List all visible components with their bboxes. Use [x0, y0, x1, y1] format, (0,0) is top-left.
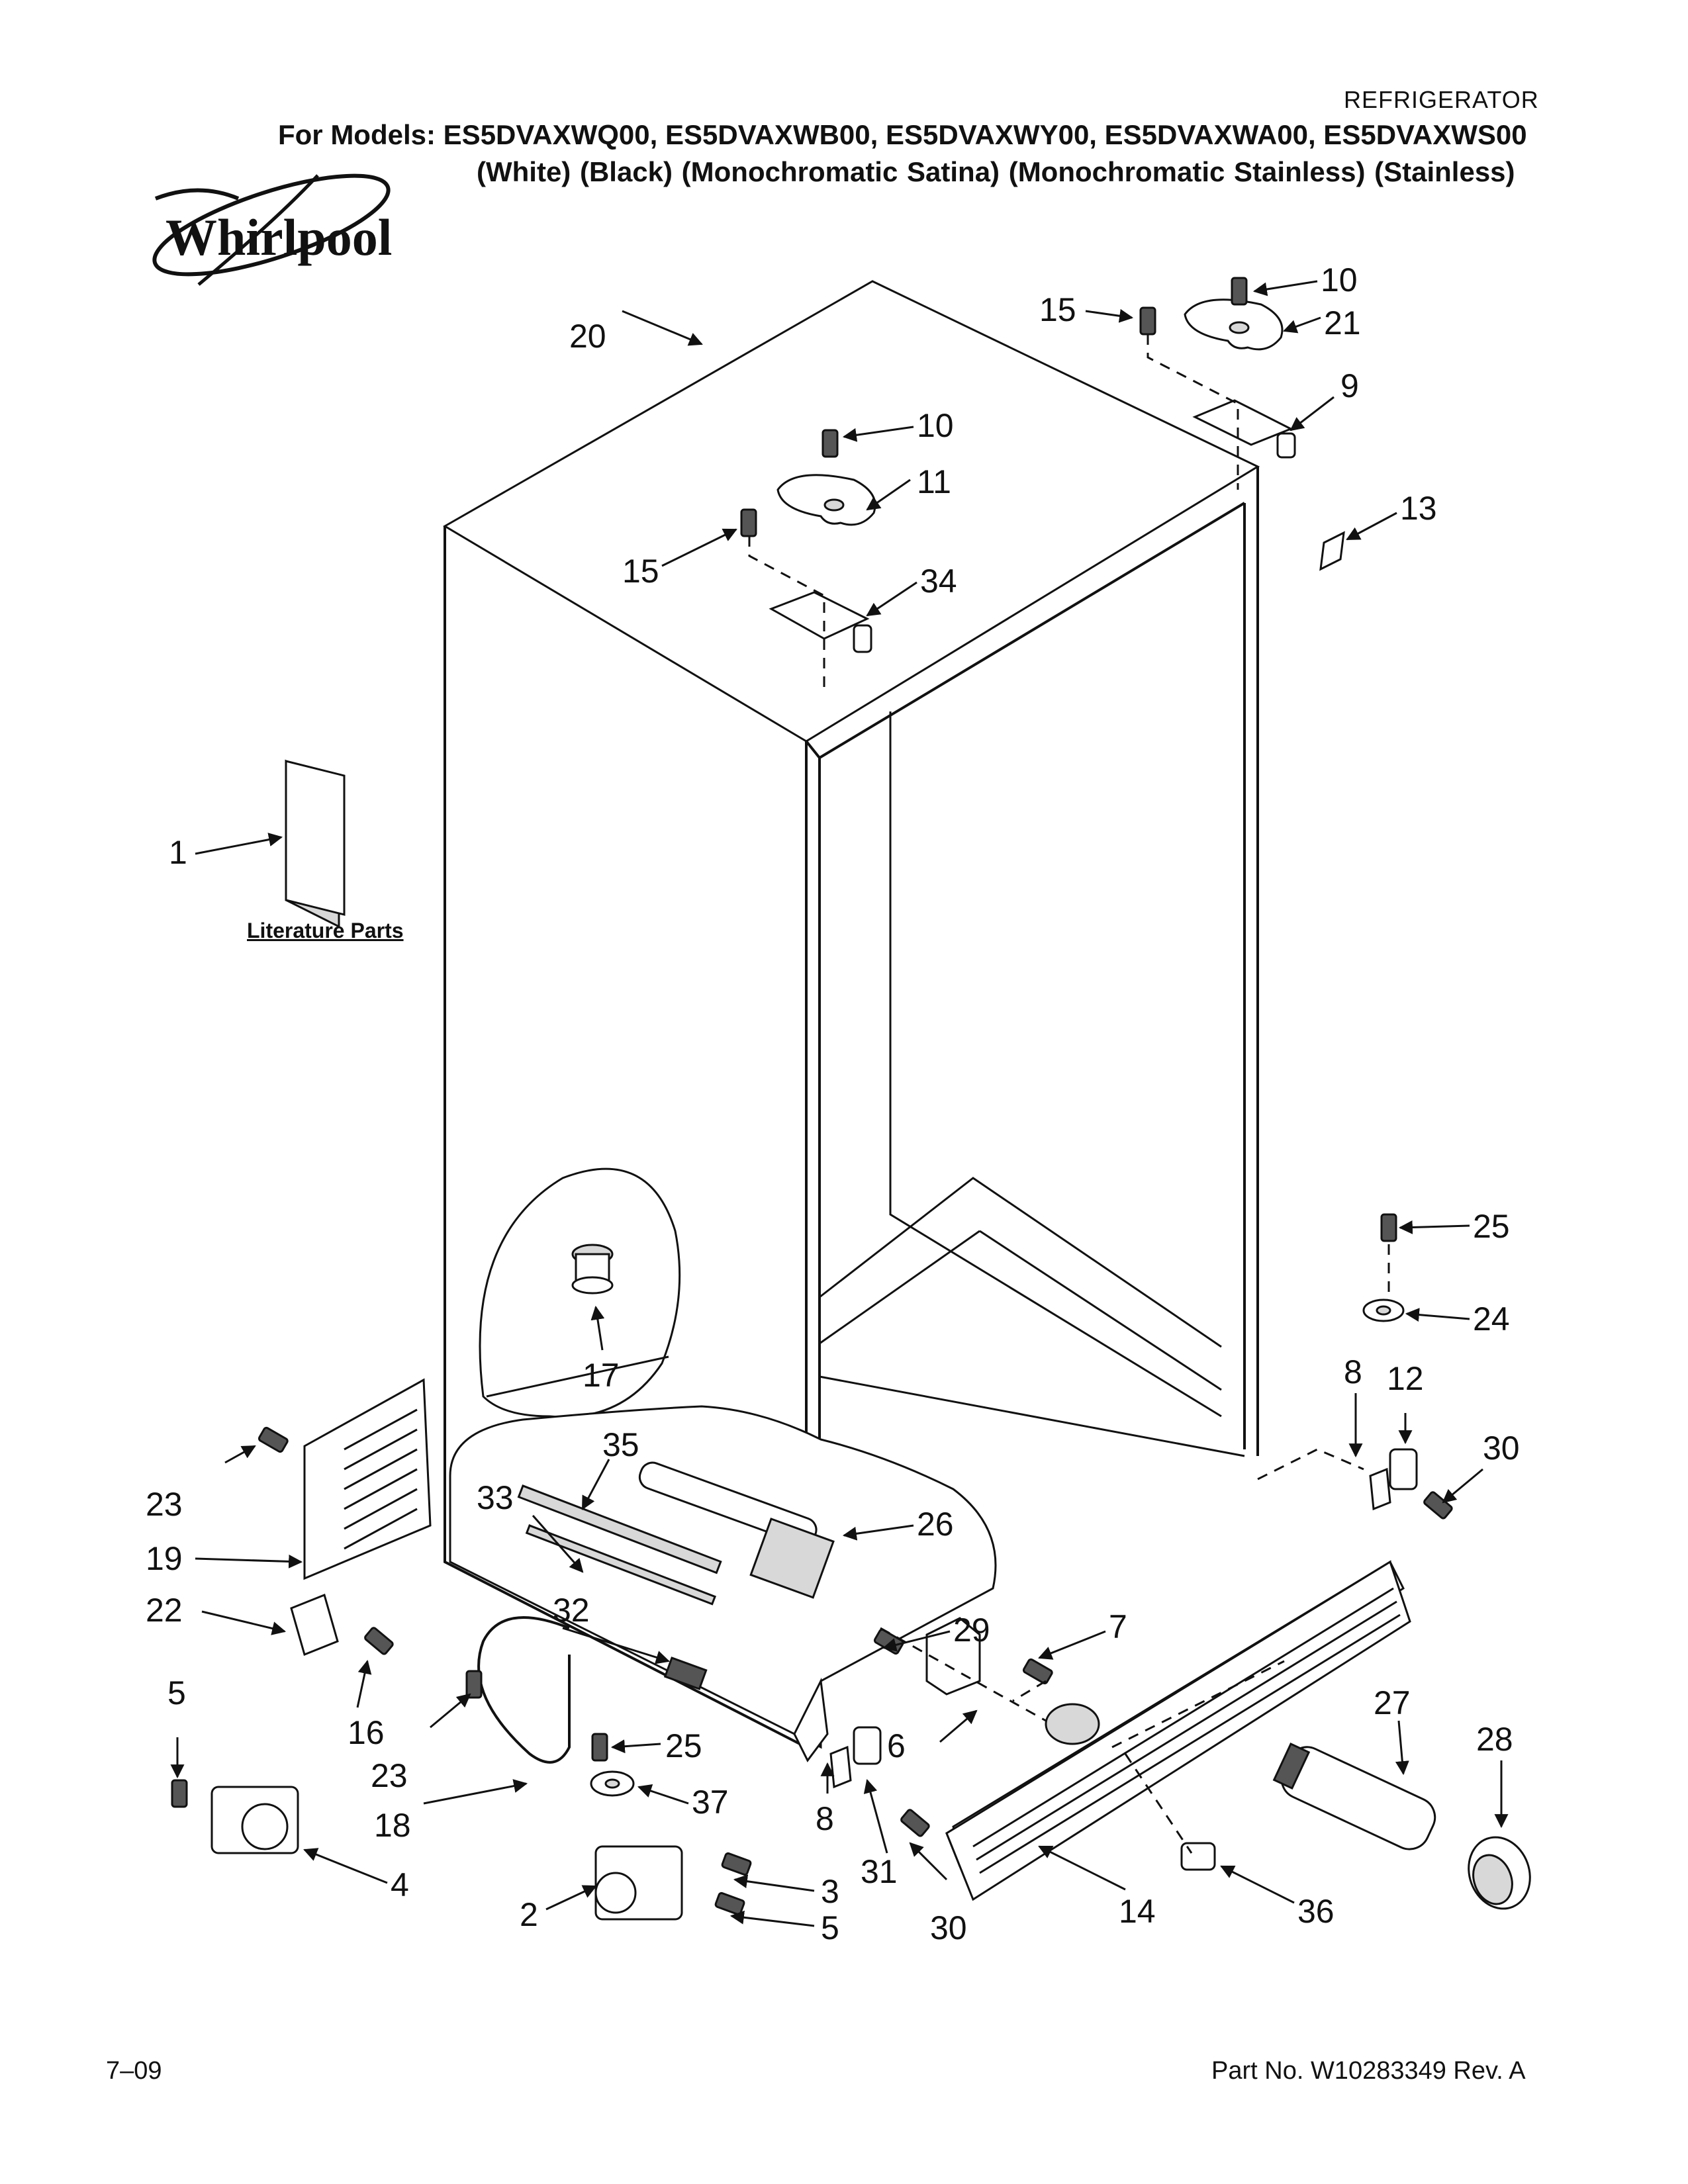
water-inlet-tube [477, 1616, 571, 1764]
water-filter [1272, 1743, 1436, 1850]
whirlpool-swirl-logo: Whirlpool [152, 173, 392, 286]
callout-10-right: 10 [1321, 261, 1358, 298]
callout-7: 7 [1109, 1608, 1127, 1645]
callout-21: 21 [1324, 304, 1361, 341]
model-colors: (White) (Black) (Monochromatic Satina) (… [477, 156, 1515, 187]
callout-20: 20 [569, 318, 606, 355]
literature-parts-label: Literature Parts [247, 919, 404, 942]
rear-access-cover [303, 1378, 432, 1580]
callout-12: 12 [1387, 1360, 1424, 1397]
document-category: REFRIGERATOR [1344, 86, 1539, 113]
callout-10-left: 10 [917, 407, 954, 444]
callout-22: 22 [146, 1592, 183, 1629]
callout-3: 3 [821, 1873, 839, 1910]
base-cutaway [449, 1405, 997, 1762]
callout-18: 18 [374, 1807, 411, 1844]
literature-parts-booklet [285, 759, 346, 929]
callout-2: 2 [520, 1896, 538, 1933]
callout-16: 16 [348, 1714, 385, 1751]
callout-37: 37 [692, 1784, 729, 1821]
callout-23-upper: 23 [146, 1486, 183, 1523]
callout-15-left: 15 [622, 553, 659, 590]
callout-17: 17 [583, 1357, 620, 1394]
callout-31: 31 [861, 1853, 898, 1890]
footer-date: 7–09 [106, 2057, 162, 2085]
callout-25-right: 25 [1473, 1208, 1510, 1245]
callout-23-lower: 23 [371, 1757, 408, 1794]
callout-29: 29 [953, 1612, 990, 1649]
toe-grille [945, 1560, 1411, 1901]
lower-washer [590, 1770, 635, 1797]
callout-34: 34 [920, 563, 957, 600]
callout-30-right: 30 [1483, 1430, 1520, 1467]
callout-5-lower: 5 [821, 1909, 839, 1946]
callout-numbers: 1 20 10 11 15 34 15 10 21 9 13 25 24 8 1… [146, 261, 1520, 1946]
callout-32: 32 [553, 1592, 590, 1629]
callout-8-right: 8 [1344, 1353, 1362, 1390]
top-left-hinge [769, 591, 872, 653]
callout-8-lower: 8 [816, 1800, 834, 1837]
drain-inset-bubble [479, 1167, 681, 1418]
callout-26: 26 [917, 1506, 954, 1543]
callout-24: 24 [1473, 1300, 1510, 1338]
left-door-hinge [829, 1726, 882, 1789]
right-door-hinge [1369, 1448, 1418, 1511]
water-valve-tube-assembly [638, 1461, 835, 1599]
callout-4: 4 [391, 1866, 409, 1903]
brand-name: Whirlpool [165, 208, 392, 266]
footer-part-number: Part No. W10283349 Rev. A [1211, 2057, 1526, 2085]
callout-14: 14 [1119, 1893, 1156, 1930]
callout-1: 1 [169, 834, 187, 871]
right-hinge-washer [1362, 1298, 1405, 1322]
lower-hinge-bracket [290, 1593, 339, 1657]
callout-28: 28 [1476, 1721, 1513, 1758]
top-left-hinge-cover [776, 474, 876, 526]
callout-33: 33 [477, 1479, 514, 1516]
front-leveling-roller [594, 1845, 683, 1921]
filter-cap [1468, 1836, 1531, 1910]
assembly-guide-lines [748, 334, 1390, 1854]
top-right-hinge-cover [1184, 298, 1284, 351]
callout-35: 35 [602, 1426, 639, 1463]
top-right-hinge [1192, 399, 1296, 459]
callout-6: 6 [887, 1727, 906, 1764]
callout-36: 36 [1297, 1893, 1335, 1930]
callout-25-lower: 25 [665, 1727, 702, 1764]
callout-30-lower: 30 [930, 1909, 967, 1946]
callout-11: 11 [917, 463, 951, 500]
callout-15-right: 15 [1039, 291, 1076, 328]
rear-roller [211, 1786, 299, 1854]
callout-13: 13 [1400, 490, 1437, 527]
hinge-shim [1319, 531, 1345, 571]
model-list: For Models: ES5DVAXWQ00, ES5DVAXWB00, ES… [278, 119, 1527, 150]
callout-leaders [170, 280, 1509, 1927]
callout-19: 19 [146, 1540, 183, 1577]
callout-27: 27 [1374, 1684, 1411, 1721]
callout-5-upper: 5 [167, 1674, 186, 1711]
screw-icons [171, 277, 1453, 1916]
callout-9: 9 [1340, 367, 1359, 404]
